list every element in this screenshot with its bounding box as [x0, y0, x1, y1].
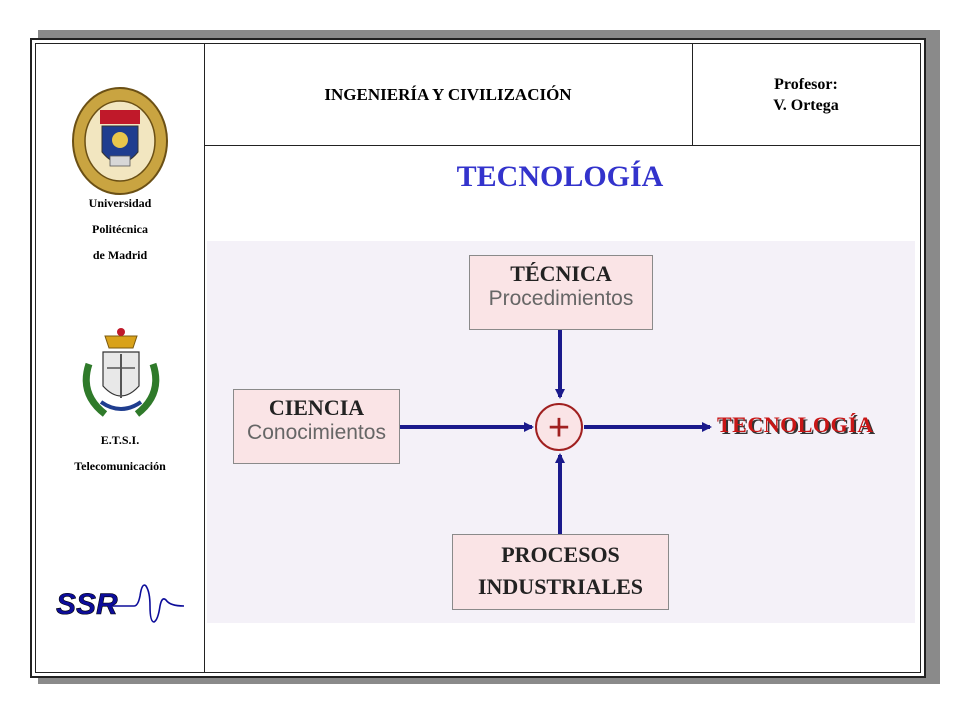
sum-node	[535, 403, 583, 451]
header: INGENIERÍA Y CIVILIZACIÓN Profesor: V. O…	[204, 44, 920, 146]
slide-title: TECNOLOGÍA	[456, 160, 664, 193]
professor-label: Profesor:	[774, 75, 838, 93]
school-line-2: Telecomunicación	[74, 459, 166, 473]
slide-frame-inner: Universidad Politécnica de Madrid E.T.S.…	[35, 43, 921, 673]
procesos-line-1: PROCESOS	[501, 542, 620, 567]
ssr-logo-text: SSR	[56, 588, 118, 621]
professor-block: Profesor: V. Ortega	[692, 44, 920, 145]
ciencia-subtitle: Conocimientos	[247, 421, 386, 444]
tecnica-title: TÉCNICA	[510, 261, 612, 286]
ssr-logo-icon: SSR	[56, 584, 185, 623]
school-name: E.T.S.I. Telecomunicación	[36, 427, 204, 479]
tecnica-subtitle: Procedimientos	[488, 287, 634, 310]
school-line-1: E.T.S.I.	[100, 433, 140, 447]
ciencia-box: CIENCIA Conocimientos	[233, 389, 400, 464]
procesos-box: PROCESOS INDUSTRIALES	[452, 534, 669, 610]
tecnica-box: TÉCNICA Procedimientos	[469, 255, 653, 330]
course-title: INGENIERÍA Y CIVILIZACIÓN	[204, 44, 693, 145]
procesos-line-2: INDUSTRIALES	[477, 574, 644, 599]
professor-name: V. Ortega	[773, 96, 839, 114]
upm-crest-icon	[72, 87, 168, 195]
university-line-3: de Madrid	[92, 248, 148, 262]
etsi-crest-icon	[82, 328, 160, 417]
ciencia-title: CIENCIA	[268, 395, 365, 420]
output-label: TECNOLOGÍA	[717, 412, 874, 437]
university-name: Universidad Politécnica de Madrid	[36, 190, 204, 268]
sum-operator: +	[548, 407, 570, 449]
university-line-1: Universidad	[88, 196, 152, 210]
sidebar: Universidad Politécnica de Madrid E.T.S.…	[36, 44, 205, 672]
university-line-2: Politécnica	[92, 222, 148, 236]
